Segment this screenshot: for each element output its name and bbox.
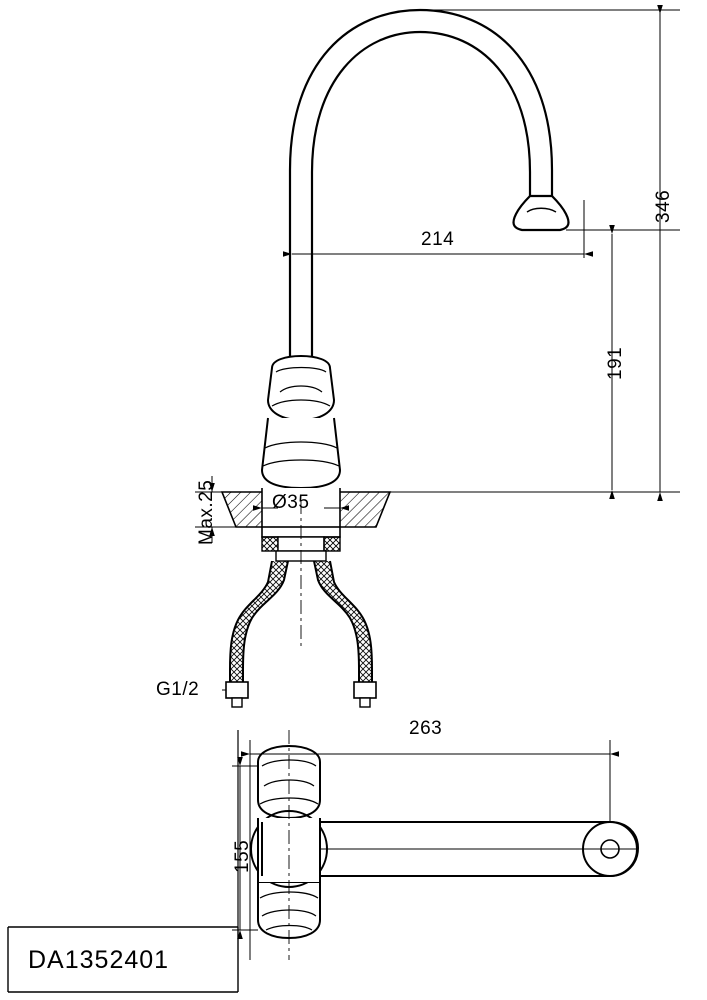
dimension-spout-height-191: 191 bbox=[605, 346, 626, 380]
dimension-max-deck-thickness: Max.25 bbox=[196, 479, 217, 545]
dimension-hole-diameter: Ø35 bbox=[272, 492, 310, 513]
front-view bbox=[220, 8, 570, 708]
top-view bbox=[232, 730, 640, 960]
dimension-reach-214: 214 bbox=[421, 229, 455, 250]
dimension-top-width-155: 155 bbox=[232, 839, 253, 873]
dimension-total-height-346: 346 bbox=[653, 189, 674, 223]
dimension-inlet-thread: G1/2 bbox=[156, 679, 200, 700]
title-block-frame bbox=[7, 730, 239, 993]
part-number-label: DA1352401 bbox=[28, 946, 170, 974]
dimension-lines-front bbox=[195, 5, 680, 691]
dimension-top-length-263: 263 bbox=[409, 718, 443, 739]
